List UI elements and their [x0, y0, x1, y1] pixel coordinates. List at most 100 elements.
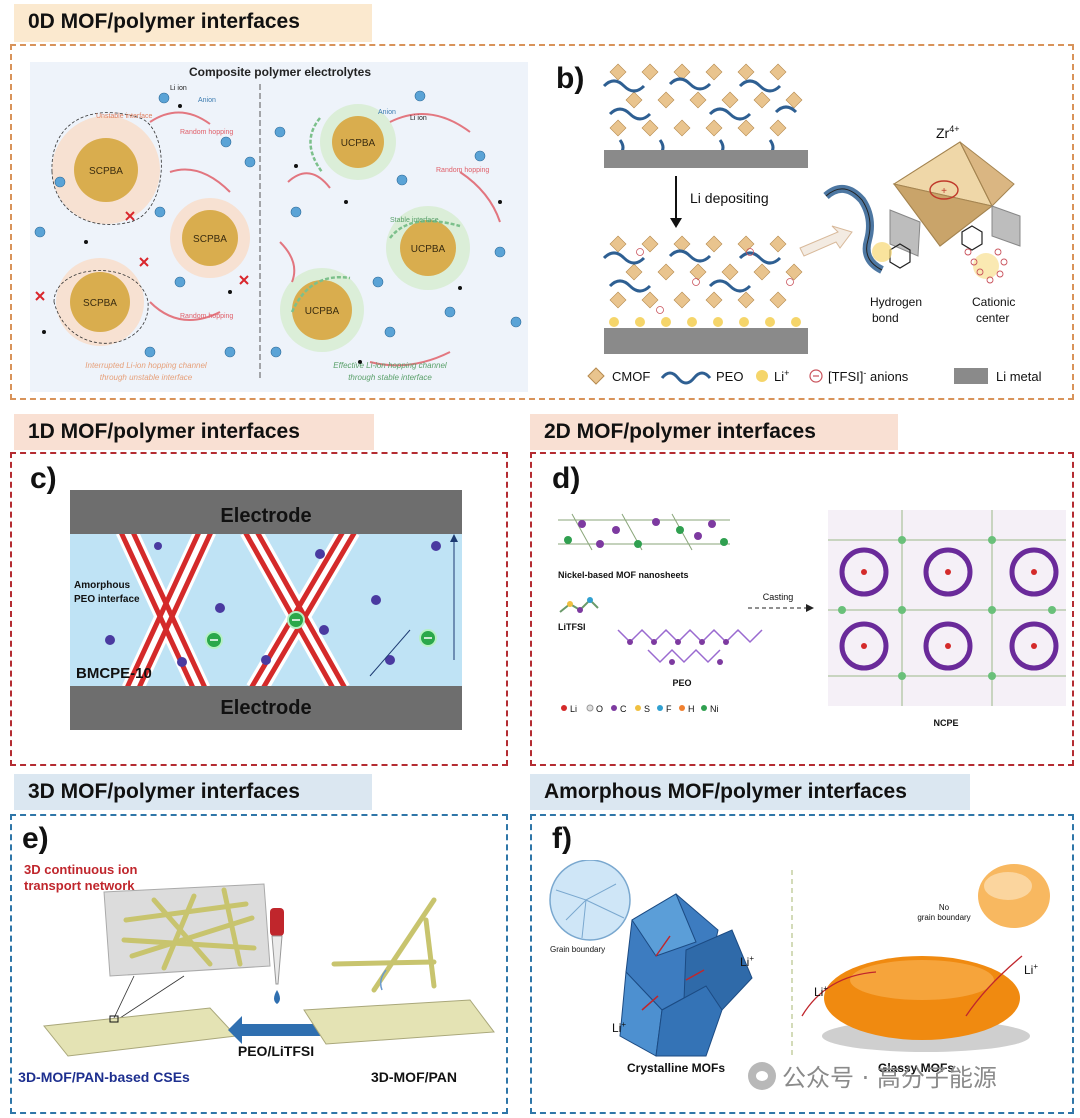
hydrogen-bond-line-1: Hydrogen	[870, 295, 922, 309]
bmcpe-label: BMCPE-10	[76, 665, 152, 682]
panel-f-diagram: Grain boundary Li+ Li+ Crystalline MOFs …	[549, 860, 1050, 1075]
section-header-amorphous: Amorphous MOF/polymer interfaces	[530, 774, 970, 810]
panel-b-label: b)	[556, 62, 585, 95]
panel-box-3d	[10, 814, 508, 1114]
panel-c-diagram: Electrode Electrode Amorphous PEO interf…	[70, 490, 462, 730]
peo-chain	[617, 628, 763, 665]
legend-h: H	[688, 704, 695, 714]
peo-legend-text: PEO	[716, 369, 743, 384]
panel-box-amorphous	[530, 814, 1074, 1114]
li-legend-main: Li	[774, 369, 784, 384]
left-caption-line-1: Interrupted Li-ion hopping channel	[85, 361, 207, 370]
scpba-particle-2: SCPBA	[170, 198, 250, 278]
section-header-1d: 1D MOF/polymer interfaces	[14, 414, 374, 450]
casting-label: Casting	[763, 592, 794, 602]
scpba-label-3: SCPBA	[83, 298, 117, 309]
amorphous-line-2: PEO interface	[74, 594, 140, 605]
peo-litfsi-label: PEO/LiTFSI	[238, 1043, 314, 1059]
legend-f: F	[666, 704, 672, 714]
glassy-label: Glassy MOFs	[878, 1061, 954, 1075]
section-header-0d-text: 0D MOF/polymer interfaces	[28, 10, 300, 33]
li-crystal-left-sup: +	[621, 1020, 626, 1029]
zr-text: Zr	[936, 125, 950, 141]
section-header-amorphous-text: Amorphous MOF/polymer interfaces	[544, 780, 907, 803]
ucpba-label-1: UCPBA	[341, 138, 376, 149]
legend-li: Li	[570, 704, 577, 714]
cmof-molecule: + Zr4+	[823, 124, 1021, 284]
right-caption-line-1: Effective Li-ion hopping channel	[333, 361, 447, 370]
section-header-3d-text: 3D MOF/polymer interfaces	[28, 780, 300, 803]
random-hopping-right: Random hopping	[436, 167, 489, 174]
ncpe-network	[828, 510, 1066, 706]
network-line-1: 3D continuous ion	[24, 862, 137, 877]
li-path-left	[801, 971, 877, 1017]
panel-e-label: e)	[22, 822, 49, 855]
panel-box-1d	[10, 452, 508, 766]
panel-e-diagram: 3D continuous ion transport network PEO/…	[18, 862, 495, 1085]
ucpba-particle-3: UCPBA	[280, 268, 364, 352]
ucpba-particle-1: UCPBA	[320, 104, 396, 180]
wechat-icon	[748, 1061, 776, 1090]
zr-sup: 4+	[949, 124, 959, 134]
li-glassy-left-main: Li	[814, 985, 823, 999]
section-header-1d-text: 1D MOF/polymer interfaces	[28, 420, 300, 443]
section-header-0d: 0D MOF/polymer interfaces	[14, 4, 372, 42]
legend-o: O	[596, 704, 603, 714]
panel-box-2d	[530, 452, 1074, 766]
cmof-legend-icon	[587, 367, 605, 385]
li-ion-label-left: Li ion	[170, 85, 187, 92]
li-glassy-right-main: Li	[1024, 963, 1033, 977]
crystalline-mofs	[619, 893, 753, 1057]
scpba-label-1: SCPBA	[89, 166, 123, 177]
right-caption-line-2: through stable interface	[348, 373, 432, 382]
cmof-lattice-bottom	[602, 235, 803, 327]
random-hopping-left-2: Random hopping	[180, 313, 233, 320]
li-legend-sup: +	[784, 368, 789, 378]
left-caption-line-2: through unstable interface	[100, 373, 193, 382]
svg-text:+: +	[941, 186, 947, 197]
amorphous-line-1: Amorphous	[74, 580, 131, 591]
random-hopping-left: Random hopping	[180, 129, 233, 136]
no-gb-line-1: No	[939, 903, 950, 912]
left-mat	[43, 1007, 238, 1057]
section-header-3d: 3D MOF/polymer interfaces	[14, 774, 372, 810]
electrode-top	[70, 490, 462, 534]
unstable-interface-label: Unstable interface	[96, 113, 153, 120]
li-metal-legend-icon	[954, 368, 988, 384]
no-gb-line-2: grain boundary	[917, 913, 970, 922]
section-header-2d-text: 2D MOF/polymer interfaces	[544, 420, 816, 443]
cmof-lattice-top	[602, 63, 803, 156]
grain-circle	[549, 860, 631, 941]
ucpba-particle-2: UCPBA	[386, 206, 470, 290]
litfsi-molecule	[559, 597, 599, 613]
li-path-right	[965, 955, 1023, 1017]
cmof-legend-text: CMOF	[612, 369, 650, 384]
panel-f-label: f)	[552, 822, 572, 855]
grain-boundary-label: Grain boundary	[550, 945, 605, 954]
watermark: 公众号 · 高分子能源	[748, 1058, 997, 1093]
cse-label: 3D-MOF/PAN-based CSEs	[18, 1069, 190, 1085]
li-metal-bottom	[604, 328, 808, 354]
li-legend-icon	[756, 370, 768, 382]
panel-a-title: Composite polymer electrolytes	[189, 65, 371, 79]
hydrogen-bond-line-2: bond	[872, 311, 899, 325]
ucpba-label-3: UCPBA	[305, 306, 340, 317]
zoom-arrow	[799, 225, 853, 257]
scpba-particle-3: SCPBA	[56, 258, 144, 346]
li-crystal-right-sup: +	[749, 954, 754, 963]
peo-litfsi-arrow	[228, 1016, 320, 1044]
electrode-bottom-label: Electrode	[220, 697, 311, 719]
electrode-bottom	[70, 686, 462, 730]
tfsi-legend-main: [TFSI]	[828, 369, 863, 384]
element-legend: Li O C S F H Ni	[561, 704, 719, 714]
zr-label: Zr4+	[936, 124, 959, 141]
stable-interface-label: Stable interface	[390, 217, 439, 224]
section-header-2d: 2D MOF/polymer interfaces	[530, 414, 898, 450]
cationic-center-line-1: Cationic	[972, 295, 1015, 309]
tfsi-legend-suffix: anions	[866, 369, 908, 384]
tfsi-legend-text: [TFSI]- anions	[828, 368, 909, 384]
li-metal-top	[604, 150, 808, 168]
li-label-crystal-left: Li+	[612, 1020, 626, 1035]
cationic-center-line-2: center	[976, 311, 1009, 325]
panel-d-diagram: Nickel-based MOF nanosheets LiTFSI PEO C…	[558, 510, 1066, 728]
